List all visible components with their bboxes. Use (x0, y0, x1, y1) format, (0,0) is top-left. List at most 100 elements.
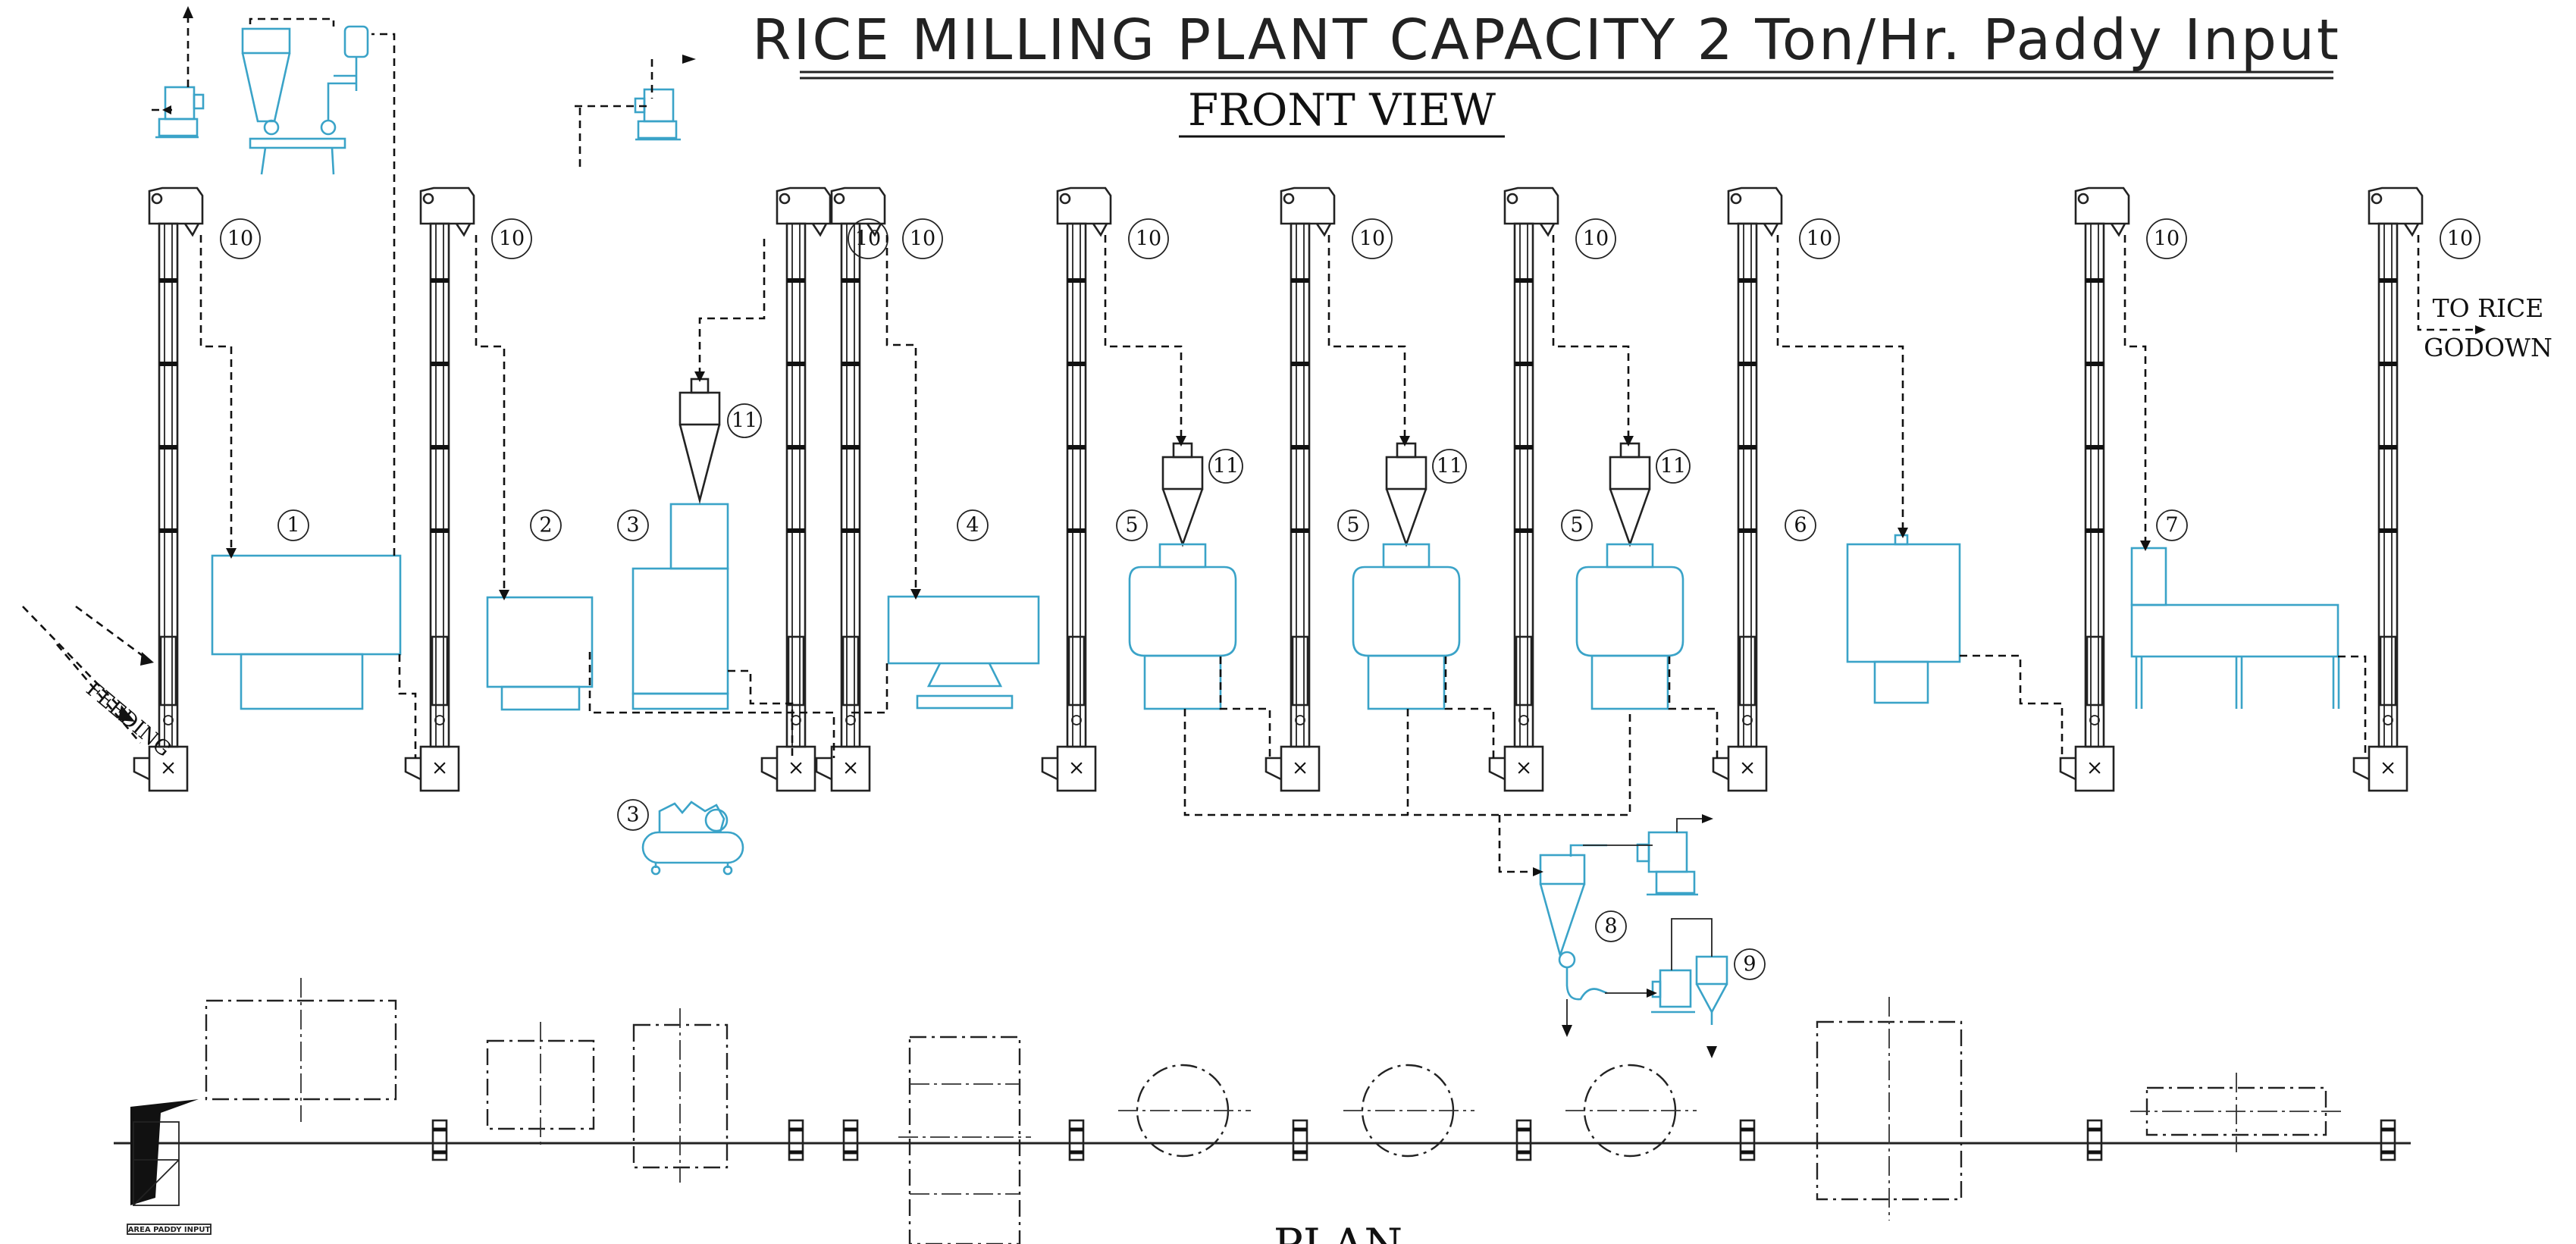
callout-bin-a: 11 (727, 403, 762, 438)
svg-text:9: 9 (1743, 953, 1756, 976)
bran-cyclone (1539, 844, 1608, 1001)
plan-elevator-6 (1292, 1119, 1308, 1161)
callout-whitener-a: 5 (1116, 509, 1148, 541)
plan-elevator-8 (1739, 1119, 1756, 1161)
bucket-elevator-6: × 10 (1264, 186, 1393, 792)
svg-text:10: 10 (1136, 227, 1161, 251)
callout-bin-d: 11 (1656, 449, 1691, 484)
svg-text:×: × (2380, 757, 2397, 780)
bucket-elevator-9: × 10 (2059, 186, 2187, 792)
bucket-elevator-5: × 10 (1041, 186, 1169, 792)
plan-elevator-9 (2086, 1119, 2103, 1161)
callout-elevator-4: 10 (902, 218, 943, 259)
svg-text:8: 8 (1604, 915, 1617, 938)
paddy-separator (887, 595, 1040, 710)
callout-whitener-b: 5 (1337, 509, 1369, 541)
arrow-heads (118, 6, 2486, 1058)
callout-elevator-7: 10 (1575, 218, 1616, 259)
svg-text:×: × (1739, 757, 1757, 780)
svg-text:7: 7 (2165, 514, 2178, 537)
bucket-elevators: ×10×10×10×10×10×10×10×10×10×10 (133, 186, 2480, 792)
callout-bin-c: 11 (1432, 449, 1467, 484)
surge-bin-a (678, 378, 721, 505)
svg-text:10: 10 (2154, 227, 2180, 251)
callout-compressor: 3 (617, 799, 649, 831)
to-rice-godown-label-1: TO RICE (2433, 293, 2544, 323)
svg-text:×: × (160, 757, 177, 780)
callout-elevator-1: 10 (220, 218, 261, 259)
svg-text:10: 10 (1807, 227, 1832, 251)
svg-text:×: × (1068, 757, 1086, 780)
rice-grader (2130, 547, 2340, 709)
svg-text:×: × (1292, 757, 1309, 780)
callout-elevator-10: 10 (2440, 218, 2480, 259)
svg-text:4: 4 (966, 514, 979, 537)
whitener-3 (1575, 442, 1684, 710)
husker (631, 503, 729, 710)
destoner (486, 596, 594, 711)
callout-separator: 4 (957, 509, 989, 541)
title-text: RICE MILLING PLANT CAPACITY 2 Ton/Hr. Pa… (752, 8, 2341, 73)
svg-text:×: × (1515, 757, 1533, 780)
svg-text:10: 10 (2447, 227, 2473, 251)
whitener-2 (1352, 442, 1461, 710)
callout-elevator-9: 10 (2146, 218, 2187, 259)
svg-text:5: 5 (1570, 514, 1583, 537)
plan-label: PLAN (1274, 1219, 1402, 1244)
pre-cleaner (211, 554, 402, 710)
bucket-elevator-1: × 10 (133, 186, 261, 792)
callout-cyclone: 8 (1595, 910, 1627, 942)
plan-elevator-5 (1068, 1119, 1085, 1161)
bucket-elevator-4: × 10 (815, 186, 943, 792)
aspirator-cyclone (241, 25, 369, 175)
callout-cleaner: 1 (277, 509, 309, 541)
plan-elevator-7 (1515, 1119, 1532, 1161)
svg-text:×: × (2086, 757, 2104, 780)
bucket-elevator-8: × 10 (1712, 186, 1840, 792)
area-label: AREA PADDY INPUT (128, 1226, 211, 1234)
svg-text:5: 5 (1125, 514, 1138, 537)
plan-view: AREA PADDY INPUT PLAN (114, 978, 2411, 1244)
svg-text:10: 10 (910, 227, 935, 251)
bucket-elevator-10: × 10 (2352, 186, 2480, 792)
front-view-heading: FRONT VIEW (1179, 84, 1505, 138)
callout-polisher: 6 (1785, 509, 1816, 541)
plan-elevator-4 (842, 1119, 859, 1161)
callout-bran-bin: 9 (1734, 948, 1766, 980)
polisher (1846, 534, 1961, 704)
bran-bin (1651, 955, 1728, 1025)
whiteners (1128, 442, 1684, 710)
aspirator-fan-right (634, 88, 681, 141)
aspirator-fan-left (155, 86, 205, 139)
svg-text:11: 11 (1660, 455, 1686, 478)
svg-text:3: 3 (626, 514, 639, 537)
svg-text:×: × (842, 757, 860, 780)
svg-text:2: 2 (539, 514, 552, 537)
svg-text:×: × (431, 757, 449, 780)
bucket-elevator-7: × 10 (1488, 186, 1616, 792)
bucket-elevator-2: × 10 (404, 186, 532, 792)
plan-elevator-2 (431, 1119, 448, 1161)
svg-text:3: 3 (626, 804, 639, 827)
svg-text:10: 10 (1583, 227, 1609, 251)
callout-bin-b: 11 (1208, 449, 1243, 484)
flow-lines (22, 15, 2483, 1032)
svg-text:10: 10 (499, 227, 525, 251)
svg-text:×: × (788, 757, 805, 780)
to-rice-godown-label-2: GODOWN (2424, 333, 2552, 362)
svg-text:1: 1 (287, 514, 299, 537)
whitener-1 (1128, 442, 1237, 710)
callout-elevator-8: 10 (1799, 218, 1840, 259)
equipment-callouts: 1 2 3 3 4 5 5 5 6 7 8 9 11 11 11 11 (277, 403, 2188, 980)
svg-text:11: 11 (732, 409, 757, 433)
callout-whitener-c: 5 (1561, 509, 1593, 541)
plan-elevator-10 (2380, 1119, 2396, 1161)
svg-text:10: 10 (1359, 227, 1385, 251)
svg-text:11: 11 (1437, 455, 1462, 478)
svg-text:11: 11 (1213, 455, 1239, 478)
svg-text:5: 5 (1346, 514, 1359, 537)
svg-text:6: 6 (1794, 514, 1807, 537)
callout-grader: 7 (2156, 509, 2188, 541)
callout-destoner: 2 (530, 509, 562, 541)
